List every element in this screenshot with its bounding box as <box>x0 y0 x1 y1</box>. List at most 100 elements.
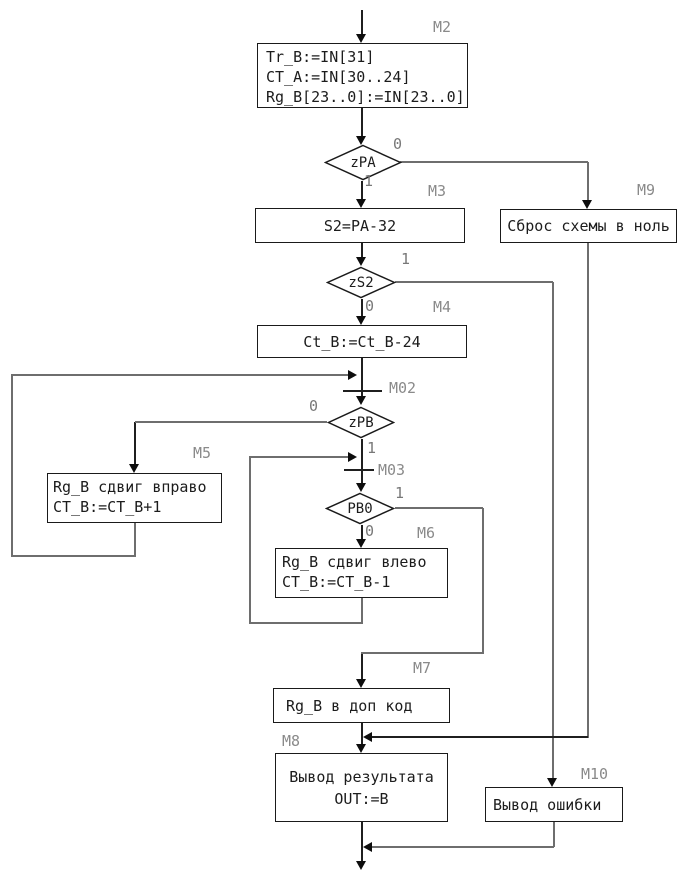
connector-line <box>11 374 349 376</box>
process-box-m3: S2=PA-32 <box>255 208 465 243</box>
arrow-down-icon <box>356 199 366 208</box>
junction-tag-m02: M02 <box>389 379 417 397</box>
box-text-line: Сброс схемы в ноль <box>507 217 670 235</box>
block-tag-m10: M10 <box>581 765 609 783</box>
block-tag-m2: M2 <box>433 18 452 36</box>
arrow-down-icon <box>356 316 366 325</box>
arrow-down-icon <box>582 200 592 209</box>
branch-label-zpb-1: 1 <box>367 439 377 457</box>
process-box-m2: Tr_B:=IN[31] CT_A:=IN[30..24] Rg_B[23..0… <box>257 43 468 108</box>
decision-label: zPB <box>348 414 374 431</box>
box-text-line: Ct_B:=Ct_B-24 <box>303 332 421 351</box>
connector-line <box>361 653 363 681</box>
block-tag-m6: M6 <box>417 524 436 542</box>
process-box-m9: Сброс схемы в ноль <box>500 209 677 243</box>
connector-line <box>361 358 363 398</box>
arrow-down-icon <box>356 483 366 492</box>
connector-line <box>361 723 363 746</box>
arrow-right-icon <box>348 370 357 380</box>
connector-line <box>587 162 589 202</box>
connector-line <box>587 243 589 738</box>
block-tag-m3: M3 <box>428 182 447 200</box>
box-text-line: S2=PA-32 <box>323 216 397 235</box>
connector-line <box>361 108 363 138</box>
box-text-line: OUT:=B <box>334 790 389 808</box>
arrow-down-icon <box>356 861 366 870</box>
connector-line <box>361 525 363 541</box>
connector-line <box>11 555 136 557</box>
decision-label: zPA <box>350 154 376 171</box>
block-tag-m4: M4 <box>433 298 452 316</box>
process-box-m10: Вывод ошибки <box>485 787 623 822</box>
connector-line <box>249 622 363 624</box>
process-box-m8: Вывод результата OUT:=B <box>275 753 448 822</box>
connector-line <box>395 507 483 509</box>
connector-line <box>361 439 363 485</box>
box-text-line: Вывод ошибки <box>493 795 602 814</box>
arrow-down-icon <box>356 257 366 266</box>
diamond-shape <box>324 144 402 181</box>
branch-label-pb0-1: 1 <box>395 484 405 502</box>
junction-tag-m03: M03 <box>378 461 406 479</box>
branch-label-zpb-0: 0 <box>309 397 319 415</box>
box-text-line: Rg_B[23..0]:=IN[23..0] <box>266 88 465 106</box>
junction-tick-m02 <box>343 390 382 392</box>
connector-line <box>371 736 588 738</box>
diamond-shape <box>325 492 395 525</box>
connector-line <box>134 523 136 557</box>
box-text-line: Вывод результата <box>289 768 434 786</box>
arrow-down-icon <box>356 396 366 405</box>
connector-line <box>361 10 363 36</box>
decision-zs2: zS2 <box>326 266 396 299</box>
connector-line <box>553 822 555 847</box>
block-tag-m9: M9 <box>637 181 656 199</box>
decision-pb0: PB0 <box>325 492 395 525</box>
arrow-right-icon <box>348 452 357 462</box>
process-box-m4: Ct_B:=Ct_B-24 <box>257 325 467 358</box>
arrow-left-icon <box>363 732 372 742</box>
process-box-m6: Rg_B сдвиг влево CT_B:=CT_B-1 <box>275 548 448 598</box>
connector-line <box>249 456 349 458</box>
branch-label-zpa-1: 1 <box>364 172 374 190</box>
arrow-down-icon <box>356 34 366 43</box>
connector-line <box>400 161 588 163</box>
connector-line <box>552 282 554 780</box>
connector-line <box>361 598 363 624</box>
box-text-line: Rg_B в доп код <box>286 696 413 715</box>
box-text-line: Rg_B сдвиг вправо <box>53 478 207 496</box>
arrow-left-icon <box>363 842 372 852</box>
process-box-m5: Rg_B сдвиг вправо CT_B:=CT_B+1 <box>47 473 222 523</box>
process-box-m7: Rg_B в доп код <box>273 688 450 723</box>
diamond-shape <box>327 406 395 439</box>
arrow-down-icon <box>356 744 366 753</box>
connector-line <box>395 281 553 283</box>
branch-label-pb0-0: 0 <box>365 522 375 540</box>
connector-line <box>361 243 363 259</box>
arrow-down-icon <box>129 464 139 473</box>
box-text-line: CT_A:=IN[30..24] <box>266 68 411 86</box>
connector-line <box>249 458 251 624</box>
decision-zpa: zPA <box>324 144 402 181</box>
arrow-down-icon <box>356 136 366 145</box>
box-text-line: CT_B:=CT_B-1 <box>282 573 391 591</box>
connector-line <box>135 421 327 423</box>
box-text-line: Rg_B сдвиг влево <box>282 553 427 571</box>
branch-label-zpa-0: 0 <box>393 135 403 153</box>
decision-label: PB0 <box>347 500 373 517</box>
connector-line <box>371 846 554 848</box>
branch-label-zs2-0: 0 <box>365 297 375 315</box>
connector-line <box>361 299 363 318</box>
connector-line <box>361 652 483 654</box>
connector-line <box>361 181 363 202</box>
connector-line <box>134 422 136 466</box>
block-tag-m5: M5 <box>193 444 212 462</box>
block-tag-m7: M7 <box>413 659 432 677</box>
block-tag-m8: M8 <box>282 732 301 750</box>
decision-zpb: zPB <box>327 406 395 439</box>
connector-line <box>482 508 484 654</box>
arrow-down-icon <box>356 539 366 548</box>
decision-label: zS2 <box>348 274 374 291</box>
junction-tick-m03 <box>344 469 374 471</box>
box-text-line: CT_B:=CT_B+1 <box>53 498 162 516</box>
